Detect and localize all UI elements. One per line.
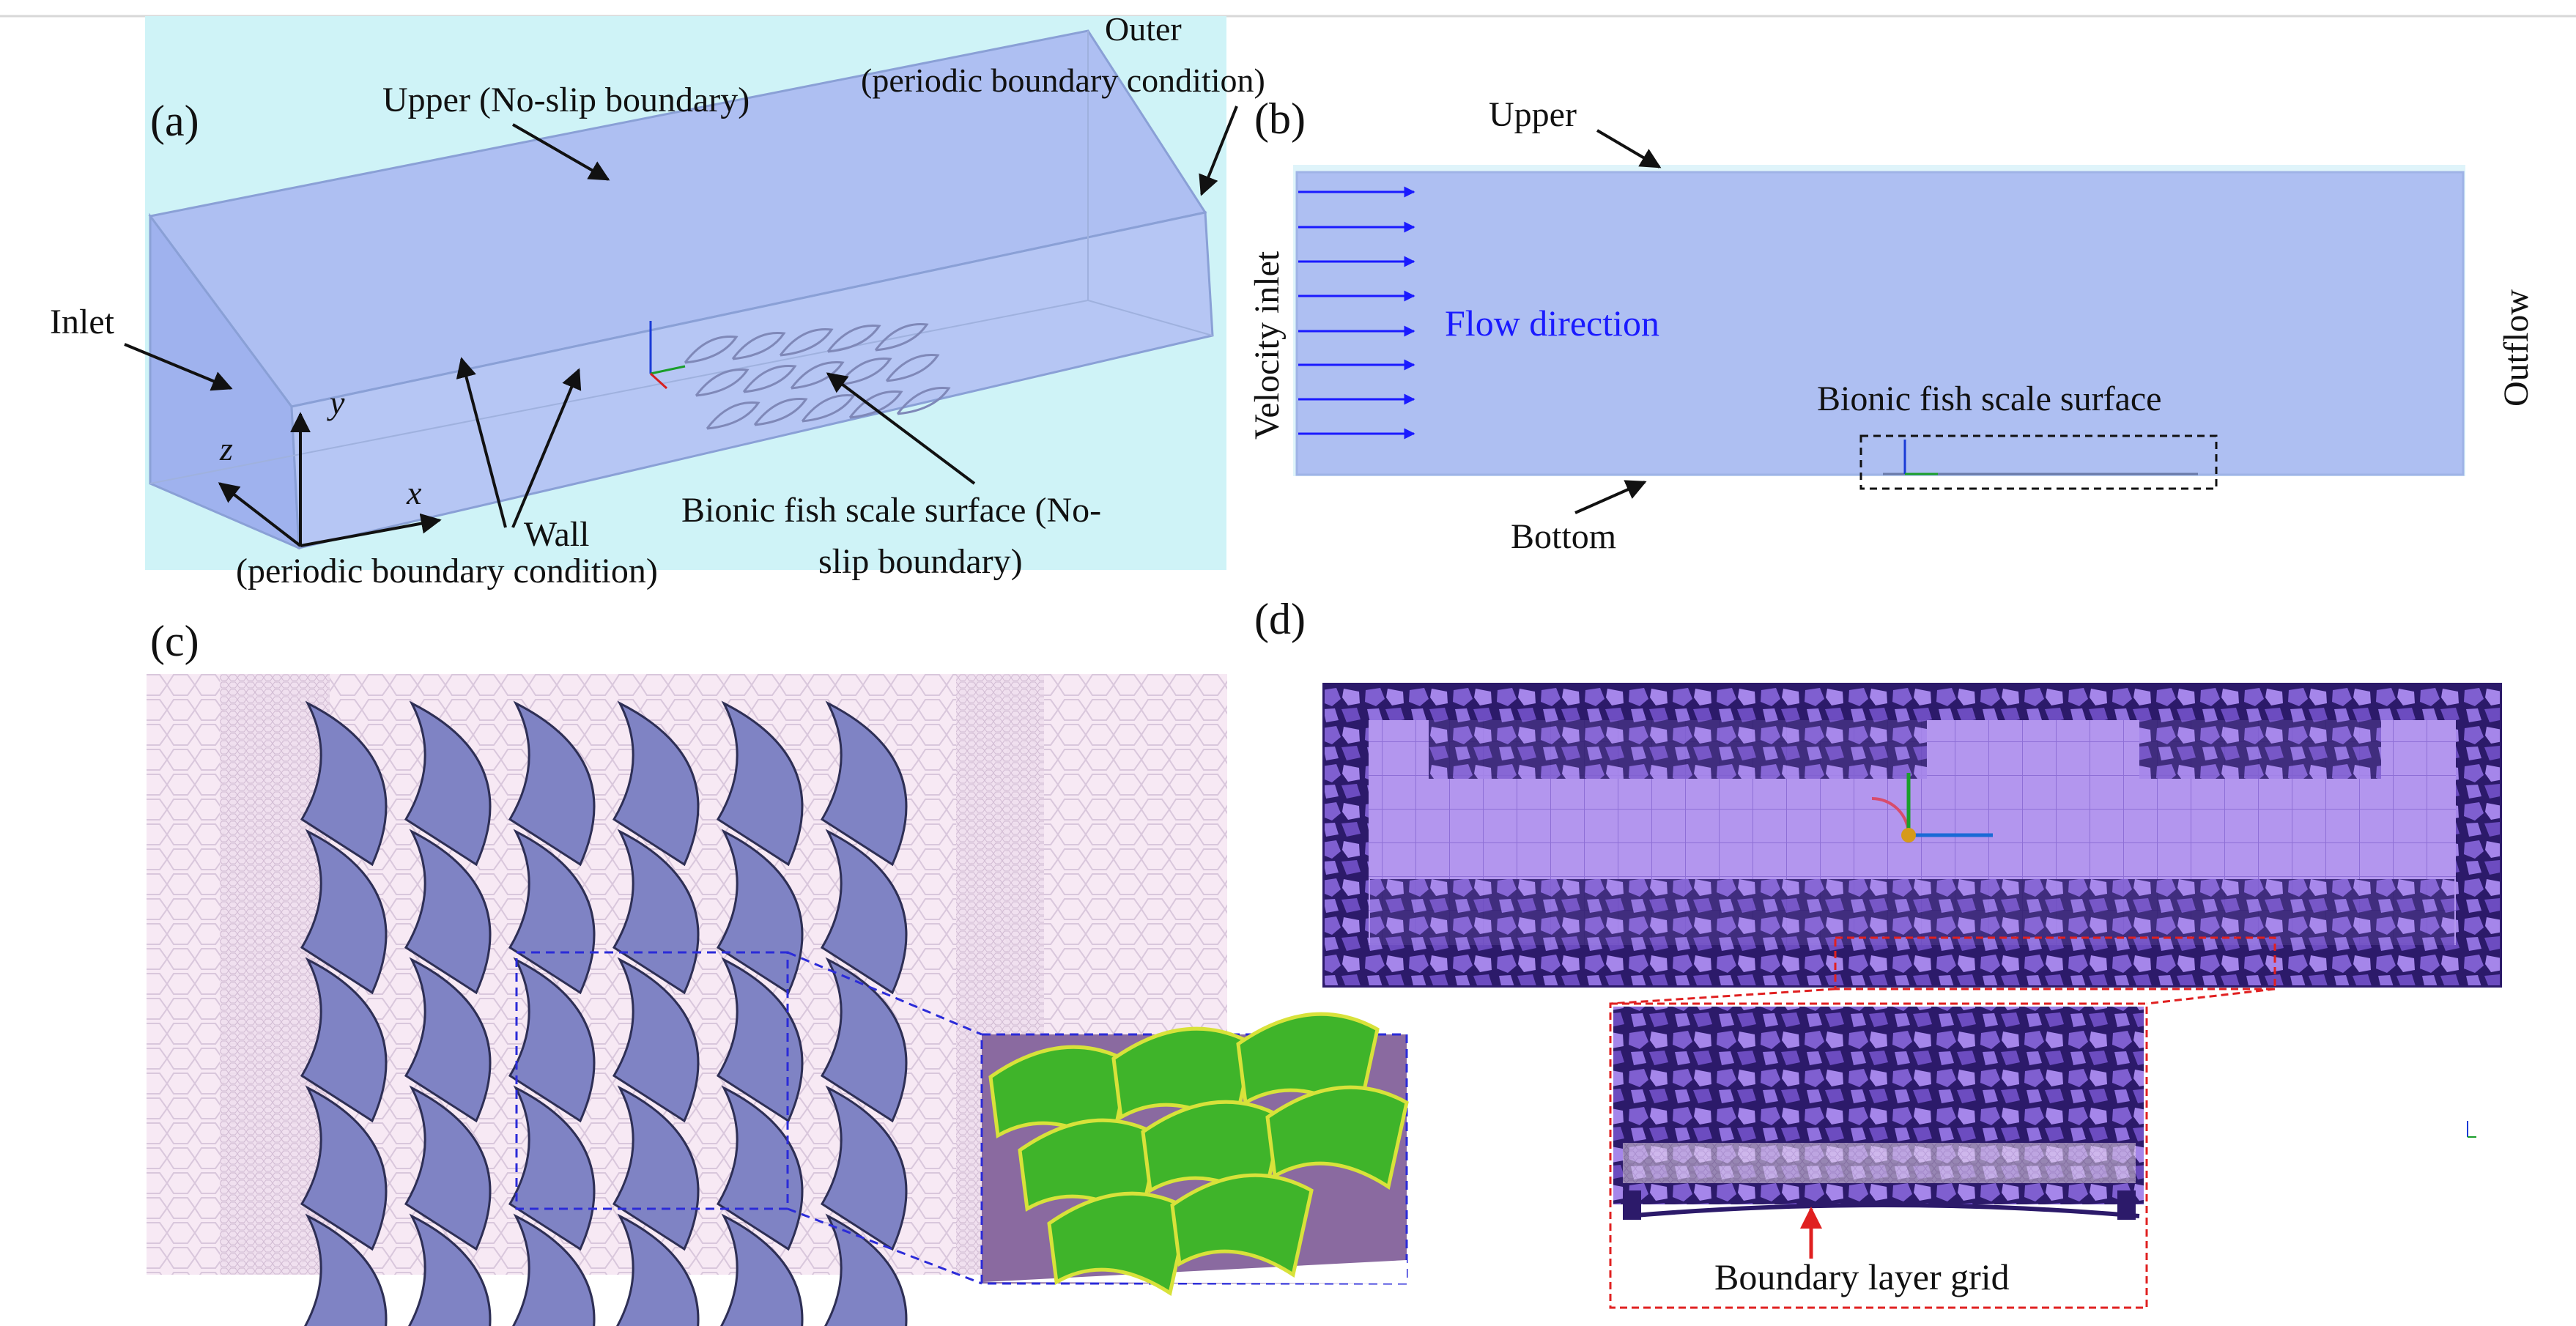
fish-scale	[508, 829, 596, 995]
fish-surface-label-line2: slip boundary)	[818, 542, 1023, 581]
zoom-line-top	[787, 951, 982, 1036]
panel-b: (b) Upper Velocity inlet Flow direction …	[1248, 95, 2536, 556]
wall-arrow-1	[456, 357, 507, 528]
boundary-layer-inset	[1609, 1002, 2148, 1309]
upper-label-b: Upper	[1489, 95, 1577, 134]
zoom-line-d-right	[2146, 988, 2276, 1005]
fish-scale	[716, 957, 804, 1123]
outer-label-line1: Outer	[1105, 10, 1182, 48]
fish-scale	[300, 700, 388, 867]
upper-arrow	[512, 123, 610, 181]
fish-scale	[303, 1213, 388, 1326]
axis-x-label: x	[406, 474, 422, 511]
green-scale-shell	[1170, 1173, 1314, 1278]
scale-detail-inset	[980, 1012, 1409, 1297]
zoom-box-d	[1834, 936, 2276, 990]
fish-scale	[404, 829, 492, 995]
fish-scale	[404, 700, 492, 867]
mini-axis-triad-a	[649, 321, 686, 390]
fish-scale	[820, 1085, 908, 1251]
bottom-label-b: Bottom	[1511, 517, 1616, 556]
fish-scale	[300, 957, 388, 1123]
inflow-arrows	[1298, 186, 1415, 440]
green-scale-shells	[988, 1012, 1409, 1297]
fish-scale	[719, 1213, 804, 1326]
fish-scale	[407, 1213, 492, 1326]
axis-triad-d	[1871, 773, 1993, 842]
axis-triad-a	[218, 412, 442, 547]
flow-direction-label: Flow direction	[1445, 303, 1659, 344]
panel-c-tag: (c)	[150, 617, 199, 665]
mini-axis-triad-b	[1903, 440, 1938, 475]
fish-surface-box-b	[1859, 434, 2218, 490]
fish-scale	[820, 700, 908, 867]
fish-surface-arrow	[826, 372, 976, 485]
bottom-arrow-b	[1574, 480, 1647, 514]
zoom-box-c	[515, 951, 789, 1210]
fish-scale	[820, 829, 908, 995]
fish-scales-3d	[684, 322, 951, 430]
wall-label: Wall	[524, 515, 589, 554]
fish-scale-array	[300, 700, 908, 1326]
outflow-label: Outflow	[2497, 289, 2536, 407]
wall-arrow-2	[511, 368, 582, 528]
fish-scale	[508, 957, 596, 1123]
fish-scale	[716, 700, 804, 867]
fish-scale	[612, 957, 700, 1123]
zoom-line-d-left	[1610, 988, 1836, 1005]
velocity-inlet-label: Velocity inlet	[1248, 251, 1287, 440]
upper-arrow-b	[1596, 129, 1662, 168]
fish-scale	[511, 1213, 596, 1326]
boundary-layer-label: Boundary layer grid	[1714, 1256, 2010, 1297]
fish-surface-label-line1: Bionic fish scale surface (No-	[681, 491, 1101, 530]
panel-b-tag: (b)	[1254, 95, 1306, 143]
corner-axis-glyph	[2467, 1121, 2476, 1138]
axis-z-label: z	[219, 430, 233, 467]
panel-a-tag: (a)	[150, 97, 199, 145]
zoom-line-bottom	[787, 1207, 982, 1285]
fish-scale	[300, 829, 388, 995]
fish-surface-label-b: Bionic fish scale surface	[1817, 379, 2161, 418]
upper-label: Upper (No-slip boundary)	[382, 81, 750, 119]
panel-c: (c)	[147, 617, 1409, 1326]
fish-scale	[612, 700, 700, 867]
fish-scale	[508, 700, 596, 867]
inlet-label: Inlet	[50, 303, 115, 341]
panel-b-domain	[1295, 171, 2465, 476]
outer-label-line2: (periodic boundary condition)	[861, 62, 1265, 99]
fish-scale	[615, 1213, 700, 1326]
panel-d-tag: (d)	[1254, 595, 1306, 643]
fish-scale	[823, 1213, 908, 1326]
green-scale-shell	[1265, 1085, 1409, 1190]
wall-note-label: (periodic boundary condition)	[236, 552, 658, 590]
outer-arrow	[1199, 105, 1238, 196]
panel-d: (d) Boundary layer grid	[1254, 595, 2502, 1309]
fish-scale	[404, 957, 492, 1123]
inlet-arrow	[124, 343, 233, 391]
fish-scale	[404, 1085, 492, 1251]
axis-y-label: y	[327, 384, 345, 421]
fish-scale	[820, 957, 908, 1123]
fish-scale	[300, 1085, 388, 1251]
panel-a: y z x (a) Upper (No-slip boundary) Outer…	[50, 10, 1265, 590]
